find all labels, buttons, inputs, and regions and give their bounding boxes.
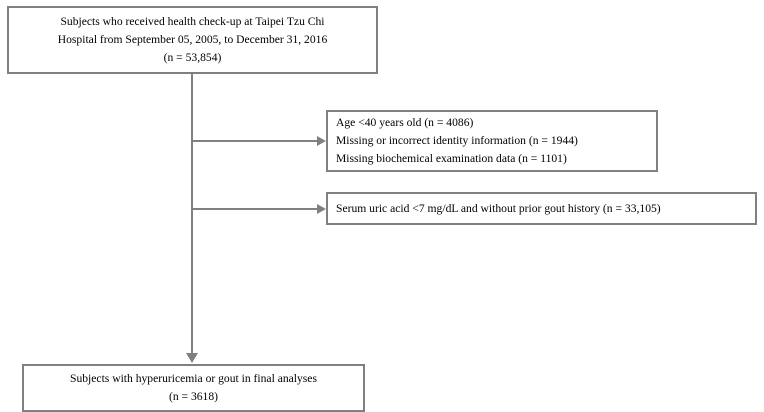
node-exclusion-criteria-1: Age <40 years old (n = 4086) Missing or … xyxy=(326,110,658,172)
connector-branch-exclusion-2 xyxy=(192,208,318,210)
node-source-line-1: Subjects who received health check-up at… xyxy=(60,15,325,28)
arrowhead-exclusion-2-icon xyxy=(317,204,326,214)
node-source-count: (n = 53,854) xyxy=(163,51,222,64)
exclusion-1-line-age: Age <40 years old (n = 4086) xyxy=(336,116,474,129)
node-final-count: (n = 3618) xyxy=(168,390,219,403)
node-final-cohort: Subjects with hyperuricemia or gout in f… xyxy=(22,364,365,412)
arrowhead-final-cohort-icon xyxy=(186,353,198,363)
arrowhead-exclusion-1-icon xyxy=(317,136,326,146)
node-exclusion-criteria-2: Serum uric acid <7 mg/dL and without pri… xyxy=(326,192,757,225)
node-final-line-1: Subjects with hyperuricemia or gout in f… xyxy=(70,372,317,385)
connector-trunk-vertical xyxy=(191,74,193,355)
connector-branch-exclusion-1 xyxy=(192,140,318,142)
exclusion-1-line-biochemical: Missing biochemical examination data (n … xyxy=(336,152,567,165)
node-source-line-2: Hospital from September 05, 2005, to Dec… xyxy=(57,33,328,46)
exclusion-1-line-identity: Missing or incorrect identity informatio… xyxy=(336,134,578,147)
exclusion-2-line-uric-acid: Serum uric acid <7 mg/dL and without pri… xyxy=(336,201,661,215)
node-source-cohort: Subjects who received health check-up at… xyxy=(7,6,378,74)
